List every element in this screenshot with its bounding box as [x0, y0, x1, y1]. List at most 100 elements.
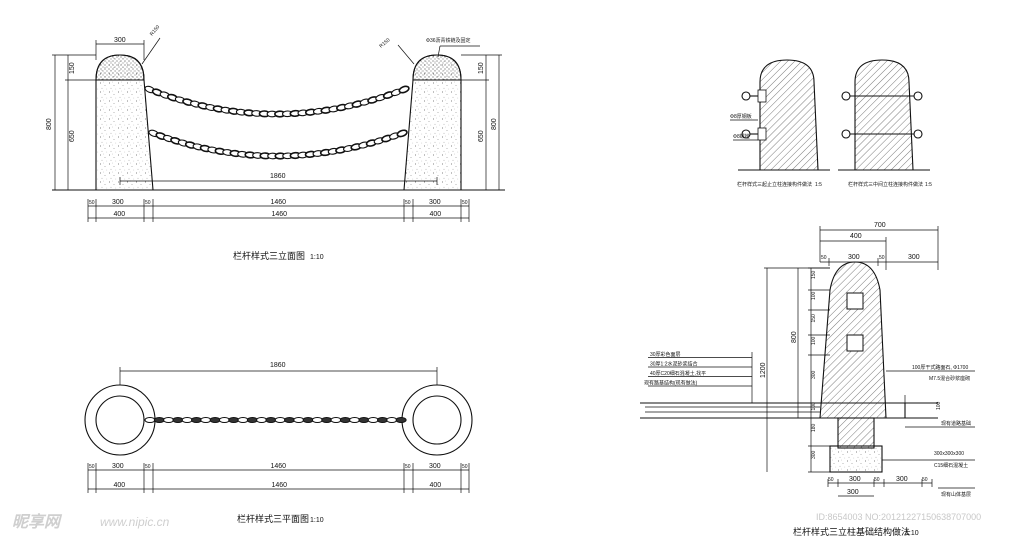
foundation-pier: [837, 417, 875, 449]
detail-note-bolt: Φ8螺栓: [733, 133, 750, 140]
detail-right-ring-2: [841, 129, 851, 139]
foundation-layer-label: 30厚1:2水泥砂浆结合: [650, 361, 698, 368]
detail-left-ring-1: [741, 91, 751, 101]
dimension-label: 100: [811, 402, 817, 411]
foundation-note-3: 现有道路基础: [941, 420, 971, 427]
chain-link: [396, 129, 408, 138]
connection-details: Φ8厚钢板 Φ8螺栓 栏杆样式三起止立柱连接构件做法 1:5 栏杆样式三中间立柱…: [730, 59, 932, 188]
dimension-label: 300: [896, 476, 908, 483]
foundation-post-opening-2: [846, 334, 864, 352]
detail-right-caption: 栏杆样式三中间立柱连接构件做法: [848, 181, 923, 188]
foundation-top-dim-300a: 300: [848, 254, 860, 261]
watermark-logo: 昵享网: [12, 513, 63, 531]
foundation-note-2: M7.5混合砂浆座砌: [929, 375, 970, 382]
plan-right-post-inner: [412, 395, 462, 445]
foundation-top-dim-50a: 50: [821, 255, 827, 261]
foundation-layer-label: 40厚C20细石混凝土,找平: [650, 370, 706, 377]
right-post-cap: [412, 54, 462, 81]
chain-link: [200, 417, 212, 423]
foundation-layer-callouts: 30厚彩色面层30厚1:2水泥砂浆结合40厚C20细石混凝土,找平现有路基结构(…: [644, 351, 753, 403]
chain-link: [293, 417, 305, 423]
chain-link: [172, 417, 184, 423]
left-post-cap: [95, 54, 145, 81]
dimension-label: 300: [811, 370, 817, 379]
detail-right-ring-4: [913, 129, 923, 139]
dimension-label: 50: [405, 200, 411, 206]
foundation-top-dim-300b: 300: [908, 254, 920, 261]
dimension-label: 300: [811, 450, 817, 459]
chain-link: [218, 417, 230, 423]
elevation-scale: 1:10: [310, 254, 324, 261]
detail-left-caption: 栏杆样式三起止立柱连接构件做法: [737, 181, 812, 188]
dimension-label: 100: [811, 336, 817, 345]
chain-note: Φ36沥青铁链及固定: [426, 37, 471, 44]
dimension-label: 150: [811, 270, 817, 279]
foundation-left-dimension-chain: 150 100 150 100 300 100 180 300: [808, 267, 830, 473]
chain-link: [153, 417, 165, 423]
chain-link: [311, 417, 323, 423]
foundation-note-5: C15细石混凝土: [934, 462, 968, 469]
chain-link: [228, 417, 240, 423]
chain-link: [377, 417, 388, 423]
foundation-footing: [829, 445, 883, 473]
height-total-right: 800: [491, 118, 498, 130]
chain-link: [265, 417, 277, 423]
dimension-label: 300: [112, 463, 124, 470]
chain-link: [349, 417, 361, 423]
chain-upper: [144, 85, 410, 118]
watermark: 昵享网 www.nipic.cn ID:8654003 NO:201212271…: [12, 512, 981, 531]
foundation-note-6: 现有山体基层: [941, 491, 971, 498]
chain-link: [274, 417, 286, 423]
dimension-label: 50: [462, 200, 468, 206]
chain-link: [367, 417, 379, 423]
chain-lower: [148, 129, 408, 160]
detail-right-scale: 1:5: [925, 182, 932, 188]
dimension-label: 1460: [271, 463, 287, 470]
detail-left-scale: 1:5: [815, 182, 822, 188]
plan-left-post-inner: [95, 395, 145, 445]
chain-link: [386, 417, 398, 423]
dimension-label: 300: [112, 199, 124, 206]
dimension-label: 400: [430, 482, 442, 489]
height-top-right: 150: [478, 62, 485, 74]
dimension-label: 50: [145, 464, 151, 470]
plan-title: 栏杆样式三平面图: [237, 513, 309, 524]
dimension-label: 100: [811, 291, 817, 300]
foundation-drawing: 700 400 50 300 50 300 1200 800 150100150…: [640, 222, 975, 537]
chain-link: [395, 417, 407, 423]
chain-link: [321, 417, 333, 423]
chain-link: [237, 417, 249, 423]
dimension-label: 1460: [272, 211, 288, 218]
foundation-left-upper: 800: [791, 331, 798, 343]
plan-span-label: 1860: [270, 362, 286, 369]
dimension-label: 400: [430, 211, 442, 218]
foundation-top-dim-700: 700: [874, 222, 886, 229]
foundation-scale: 1:10: [905, 530, 919, 537]
watermark-url: www.nipic.cn: [100, 515, 170, 529]
dimension-label: 300: [849, 476, 861, 483]
radius-left-label: R150: [149, 24, 161, 37]
post-width-label: 300: [114, 37, 126, 44]
dimension-label: 1460: [271, 199, 287, 206]
height-total-left: 800: [46, 118, 53, 130]
chain-span-label: 1860: [270, 173, 286, 180]
dimension-label: 50: [89, 464, 95, 470]
dimension-label: 400: [114, 482, 126, 489]
chain-link: [144, 417, 156, 423]
chain-link: [163, 417, 175, 423]
dimension-label: 400: [114, 211, 126, 218]
dimension-label: 1460: [272, 482, 288, 489]
elevation-drawing: 300 R150 R150 Φ36沥青铁链及固定 800 150 650 150…: [46, 24, 505, 261]
dimension-label: 150: [811, 314, 817, 323]
chain-link: [191, 417, 202, 423]
dimension-label: 50: [874, 477, 880, 483]
foundation-title: 栏杆样式三立柱基础结构做法: [793, 526, 910, 537]
dimension-label: 180: [811, 423, 817, 432]
radius-right-label: R150: [378, 37, 391, 49]
dimension-label: 50: [922, 477, 928, 483]
foundation-post-opening-1: [846, 292, 864, 310]
chain-link: [256, 417, 268, 423]
chain-link: [284, 417, 295, 423]
